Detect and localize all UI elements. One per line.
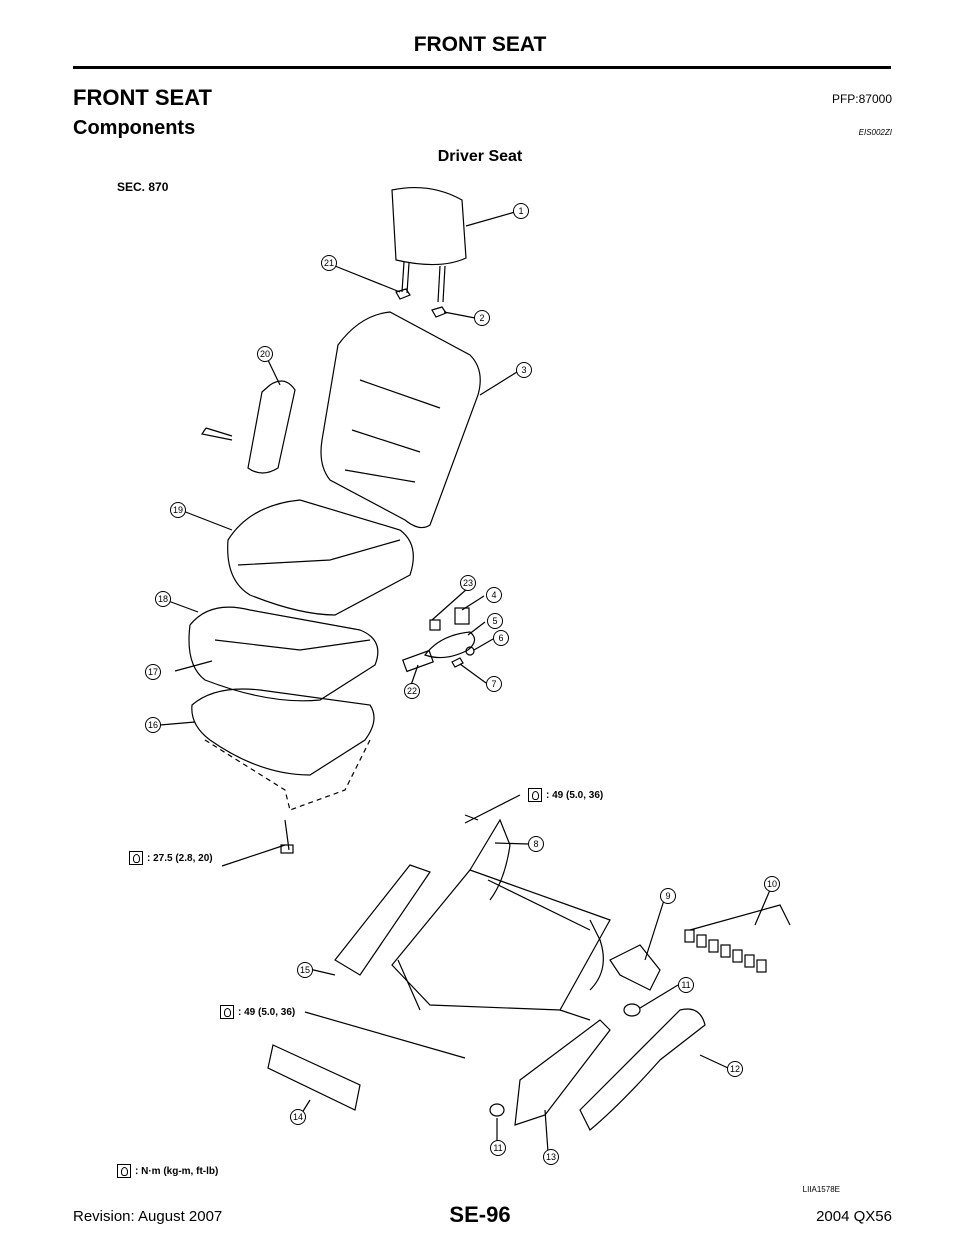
footer-revision: Revision: August 2007 xyxy=(73,1208,223,1225)
figure-code: LIIA1578E xyxy=(802,1185,840,1194)
callout-12: 12 xyxy=(727,1061,743,1077)
svg-text:6: 6 xyxy=(498,633,503,643)
svg-text:7: 7 xyxy=(491,679,496,689)
svg-text:11: 11 xyxy=(493,1143,502,1153)
torque-spec-base-bolt: : 27.5 (2.8, 20) xyxy=(129,851,213,865)
seat-pad xyxy=(188,606,379,702)
svg-text:11: 11 xyxy=(681,980,690,990)
callout-16: 16 xyxy=(145,717,161,733)
svg-text:23: 23 xyxy=(463,578,473,588)
figure-title: Driver Seat xyxy=(437,148,523,165)
header-rule xyxy=(73,66,891,69)
side-cover-15 xyxy=(334,864,431,976)
torque-wrench-icon xyxy=(220,1005,234,1019)
section-title: FRONT SEAT xyxy=(73,85,212,110)
seat-base xyxy=(191,688,375,776)
callout-11b: 11 xyxy=(490,1140,506,1156)
svg-text:1: 1 xyxy=(518,206,523,216)
bracket-9 xyxy=(609,944,661,991)
section-code: PFP:87000 xyxy=(831,92,892,106)
svg-text:14: 14 xyxy=(293,1112,303,1122)
callout-14: 14 xyxy=(290,1109,306,1125)
svg-text:5: 5 xyxy=(492,616,497,626)
callout-20: 20 xyxy=(257,346,273,362)
svg-text:9: 9 xyxy=(665,891,670,901)
torque-wrench-icon xyxy=(117,1164,131,1178)
svg-text:18: 18 xyxy=(158,594,168,604)
svg-text:10: 10 xyxy=(767,879,777,889)
subsection-title: Components xyxy=(73,117,196,139)
svg-text:13: 13 xyxy=(546,1152,556,1162)
callout-10: 10 xyxy=(764,876,780,892)
footer-page-number: SE-96 xyxy=(449,1202,511,1227)
finisher-13 xyxy=(514,1019,611,1126)
torque-wrench-icon xyxy=(528,788,542,802)
callout-21: 21 xyxy=(321,255,337,271)
side-panel xyxy=(247,380,296,474)
callout-19: 19 xyxy=(170,502,186,518)
svg-text:3: 3 xyxy=(521,365,526,375)
torque-spec-top: : 49 (5.0, 36) xyxy=(528,788,603,802)
part-callouts: 1 2 3 4 5 6 7 8 9 10 11 11 12 13 14 15 1… xyxy=(145,203,780,1165)
svg-text:16: 16 xyxy=(148,720,158,730)
page-header-title: FRONT SEAT xyxy=(413,33,547,56)
seatback xyxy=(320,311,481,529)
svg-text:2: 2 xyxy=(479,313,484,323)
svg-text:20: 20 xyxy=(260,349,270,359)
callout-2: 2 xyxy=(474,310,490,326)
torque-unit-legend: : N·m (kg-m, ft-lb) xyxy=(117,1164,218,1178)
svg-text:21: 21 xyxy=(324,258,334,268)
finisher-12 xyxy=(579,1008,706,1131)
headrest-guide-21 xyxy=(395,288,411,300)
svg-text:19: 19 xyxy=(173,505,183,515)
callout-22: 22 xyxy=(404,683,420,699)
callout-7: 7 xyxy=(486,676,502,692)
svg-text:4: 4 xyxy=(491,590,496,600)
callout-1: 1 xyxy=(513,203,529,219)
callout-6: 6 xyxy=(493,630,509,646)
torque-spec-frame-bolt: : 49 (5.0, 36) xyxy=(220,1005,295,1019)
svg-text:8: 8 xyxy=(533,839,538,849)
svg-text:22: 22 xyxy=(407,686,417,696)
section-number-label: SEC. 870 xyxy=(117,180,169,194)
callout-8: 8 xyxy=(528,836,544,852)
headrest-guide-2 xyxy=(431,306,447,318)
callout-9: 9 xyxy=(660,888,676,904)
svg-text:15: 15 xyxy=(300,965,310,975)
callout-4: 4 xyxy=(486,587,502,603)
subsection-code: EIS002ZI xyxy=(858,128,892,137)
callout-15: 15 xyxy=(297,962,313,978)
callout-23: 23 xyxy=(460,575,476,591)
svg-text:12: 12 xyxy=(730,1064,740,1074)
svg-text:17: 17 xyxy=(148,667,158,677)
callout-5: 5 xyxy=(487,613,503,629)
callout-18: 18 xyxy=(155,591,171,607)
callout-3: 3 xyxy=(516,362,532,378)
seat-frame xyxy=(391,869,611,1011)
footer-model: 2004 QX56 xyxy=(816,1208,892,1225)
seat-cushion xyxy=(227,499,414,616)
torque-wrench-icon xyxy=(129,851,143,865)
callout-11a: 11 xyxy=(678,977,694,993)
callout-13: 13 xyxy=(543,1149,559,1165)
callout-17: 17 xyxy=(145,664,161,680)
headrest xyxy=(391,186,467,266)
cover-14 xyxy=(267,1044,361,1111)
